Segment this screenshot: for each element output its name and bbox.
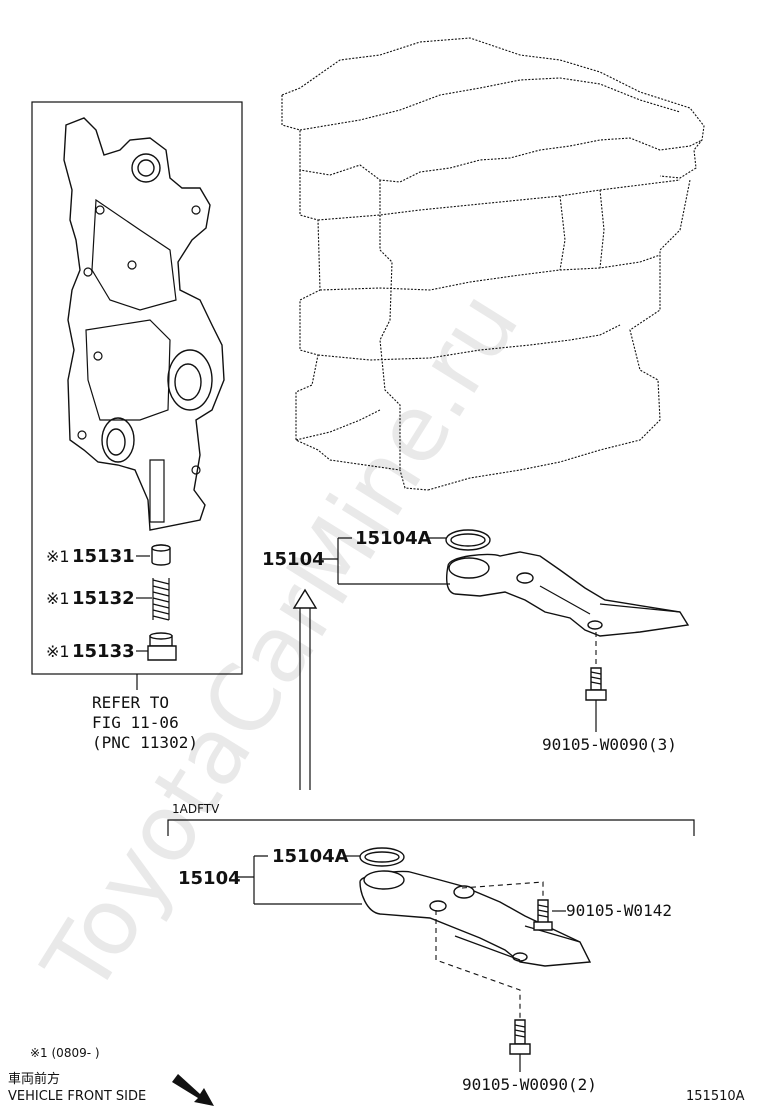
svg-text:FIG 11-06: FIG 11-06 — [92, 713, 179, 732]
lower-bolt-side[interactable] — [533, 899, 553, 931]
refer-to-note[interactable]: REFER TO FIG 11-06 (PNC 11302) — [92, 693, 198, 752]
upper-label-15104[interactable]: 15104 — [262, 549, 325, 570]
lower-label-bolt-side[interactable]: 90105-W0142 — [566, 901, 672, 920]
svg-text:15131: 15131 — [72, 546, 135, 567]
part-15133-plug[interactable] — [147, 632, 177, 661]
svg-text:REFER TO: REFER TO — [92, 693, 169, 712]
inset-label-15131[interactable]: ※1 15131 — [46, 546, 135, 567]
inset-label-15133[interactable]: ※1 15133 — [46, 641, 135, 662]
inset-label-15132[interactable]: ※1 15132 — [46, 588, 135, 609]
lower-bolt-bottom[interactable] — [509, 1019, 531, 1055]
svg-text:※1: ※1 — [46, 642, 70, 661]
svg-text:※1: ※1 — [46, 589, 70, 608]
timing-cover-illustration — [63, 117, 225, 531]
footnote: ※1 (0809- ) — [30, 1046, 100, 1060]
svg-text:15132: 15132 — [72, 588, 135, 609]
lower-label-15104A[interactable]: 15104A — [272, 846, 349, 867]
lower-label-15104[interactable]: 15104 — [178, 868, 241, 889]
upper-label-15104A[interactable]: 15104A — [355, 528, 432, 549]
installation-arrow — [292, 588, 318, 790]
upper-oil-strainer[interactable] — [445, 529, 690, 637]
front-direction-arrow-icon — [172, 1074, 214, 1106]
upper-bolt[interactable] — [585, 667, 607, 701]
upper-label-bolt[interactable]: 90105-W0090(3) — [542, 735, 677, 754]
part-15132-spring[interactable] — [152, 578, 170, 621]
engine-block-outline — [281, 37, 705, 491]
lower-oil-strainer[interactable] — [359, 847, 592, 967]
svg-text:(PNC 11302): (PNC 11302) — [92, 733, 198, 752]
svg-text:※1: ※1 — [46, 547, 70, 566]
front-label-jp: 車両前方 — [8, 1071, 60, 1087]
svg-text:15133: 15133 — [72, 641, 135, 662]
part-15131-cap[interactable] — [151, 544, 171, 566]
lower-label-bolt-bottom[interactable]: 90105-W0090(2) — [462, 1075, 597, 1094]
variant-code[interactable]: 1ADFTV — [172, 802, 220, 816]
figure-code: 151510A — [686, 1089, 745, 1104]
variant-bracket — [167, 819, 695, 836]
front-label-en: VEHICLE FRONT SIDE — [8, 1089, 146, 1104]
